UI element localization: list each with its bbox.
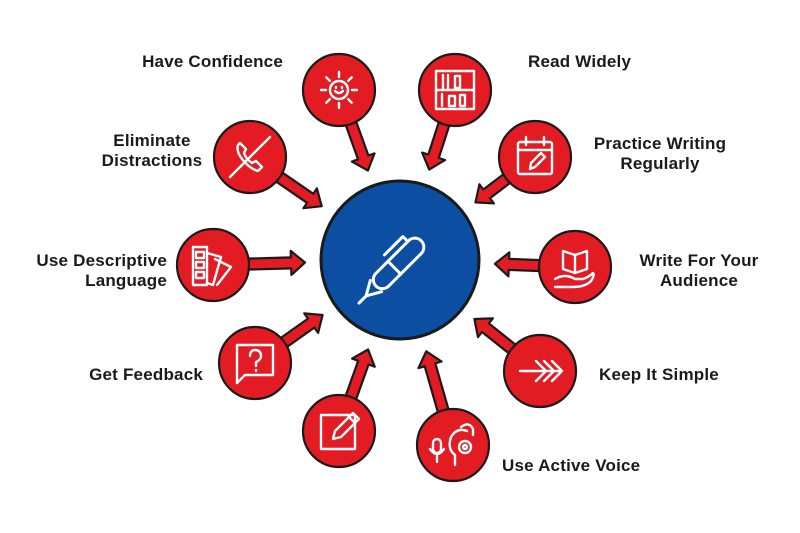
bubble-descriptive-language [175,227,307,303]
bubble-circle [301,52,377,128]
label-write-for-audience: Write For Your Audience [620,251,778,291]
color-swatches-icon [191,245,233,287]
label-read-widely: Read Widely [528,52,631,72]
bookshelf-icon [434,69,476,111]
label-have-confidence: Have Confidence [142,52,283,72]
bubble-practice-writing [474,119,573,205]
bubble-circle [301,393,377,469]
bubble-write [301,348,377,469]
bubble-keep-it-simple [473,317,578,409]
label-line: Keep It Simple [599,365,719,384]
label-line: Practice Writing [593,134,727,153]
microphone-speaker-icon [428,423,475,467]
calendar-pencil-icon [516,135,554,176]
bubble-get-feedback [217,312,324,401]
label-eliminate-distractions: Eliminate Distractions [92,131,212,171]
label-line: Use Active Voice [502,456,641,475]
question-bubble-icon [235,343,275,385]
bubble-eliminate-distractions [212,119,323,210]
notepad-pencil-icon [319,411,361,451]
no-phone-icon [228,135,272,179]
center-hub [319,179,481,341]
bubble-circle [175,227,251,303]
label-use-active-voice: Use Active Voice [502,456,640,476]
label-line: Use Descriptive [36,251,167,270]
bubble-write-for-audience [493,229,613,305]
label-line: Distractions [101,151,203,170]
bubble-use-active-voice [415,350,491,483]
label-line: Write For Your [639,251,759,270]
label-line: Have Confidence [142,52,283,71]
smiling-sun-icon [319,70,359,110]
label-line: Read Widely [528,52,632,71]
center-circle [319,179,481,341]
label-keep-it-simple: Keep It Simple [599,365,719,385]
bubble-read-widely [417,52,493,171]
label-line: Regularly [620,154,700,173]
label-line: Language [85,271,167,290]
bubble-circle [415,407,491,483]
label-line: Get Feedback [89,365,203,384]
pen-icon [357,235,426,305]
label-line: Eliminate [113,131,191,150]
tip-bubbles [175,52,613,483]
book-in-hand-icon [553,249,595,289]
bubble-have-confidence [301,52,377,172]
bubble-circle [497,119,573,195]
arrow-fletching-icon [518,359,564,383]
label-practice-writing: Practice Writing Regularly [580,134,740,174]
label-get-feedback: Get Feedback [89,365,203,385]
label-line: Audience [659,271,739,290]
label-descriptive-language: Use Descriptive Language [36,251,167,291]
